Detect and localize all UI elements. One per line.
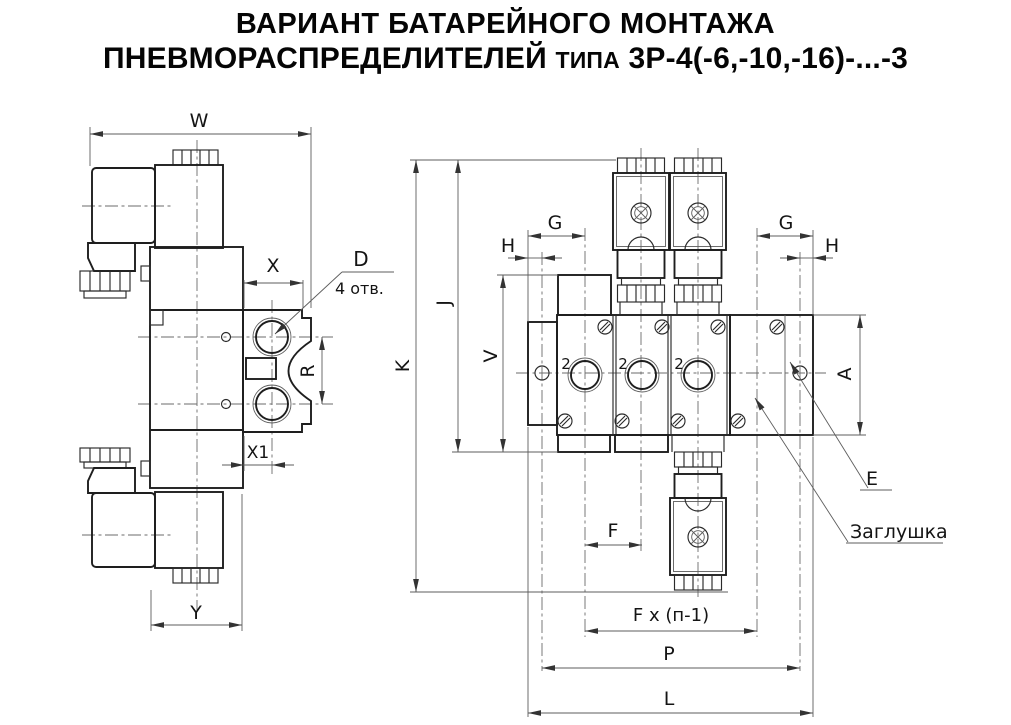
dim-label-w: W bbox=[190, 110, 209, 132]
cable-gland bbox=[79, 447, 131, 463]
dim-label-h-left: H bbox=[501, 235, 515, 257]
port-2 bbox=[570, 360, 600, 390]
blank-station bbox=[729, 314, 814, 436]
left-end-plate bbox=[527, 321, 558, 426]
right-dimensions: K J V G H G bbox=[392, 160, 863, 716]
manifold-body bbox=[556, 314, 731, 436]
dim-label-g-left: G bbox=[548, 212, 563, 234]
manifold-screws bbox=[557, 319, 785, 429]
left-valve-body bbox=[140, 246, 244, 489]
dim-label-d: D bbox=[353, 247, 368, 271]
mounting-hole bbox=[255, 320, 289, 354]
station2-bottom-cover bbox=[614, 434, 669, 453]
dim-label-f: F bbox=[608, 520, 619, 542]
dim-label-k: K bbox=[392, 359, 414, 372]
coil-cap bbox=[172, 567, 219, 584]
dim-label-j: J bbox=[433, 300, 455, 307]
coil-body bbox=[154, 491, 224, 569]
port-2 bbox=[683, 360, 713, 390]
dim-label-x: X bbox=[266, 255, 279, 277]
plug-label: Заглушка bbox=[850, 521, 948, 543]
flange-slot bbox=[245, 357, 277, 380]
dim-label-g-right: G bbox=[779, 212, 794, 234]
bottom-solenoid bbox=[669, 435, 727, 591]
title-line1: ВАРИАНТ БАТАРЕЙНОГО МОНТАЖА bbox=[235, 8, 776, 40]
solenoid-screw bbox=[687, 526, 709, 548]
left-mounting-flange bbox=[242, 309, 312, 433]
dim-label-v: V bbox=[480, 350, 502, 363]
left-dimensions: W X D 4 отв. R X1 bbox=[89, 110, 394, 631]
connector-neck bbox=[87, 467, 136, 494]
cable-gland bbox=[79, 270, 131, 292]
right-leaders: E Заглушка bbox=[754, 361, 948, 544]
left-top-solenoid bbox=[79, 149, 224, 299]
dim-label-y: Y bbox=[189, 602, 202, 624]
left-view: W X D 4 отв. R X1 bbox=[79, 110, 394, 631]
manifold: 2 2 2 bbox=[527, 274, 814, 453]
top-solenoid-2 bbox=[669, 157, 727, 315]
dim-label-h-right: H bbox=[825, 235, 839, 257]
right-extension-lines bbox=[410, 159, 866, 717]
dim-label-p: P bbox=[663, 643, 674, 665]
dim-label-e: E bbox=[866, 468, 878, 490]
left-bottom-solenoid bbox=[79, 447, 224, 584]
connector-housing bbox=[91, 167, 156, 244]
top-solenoid-1 bbox=[612, 157, 670, 315]
dim-label-r: R bbox=[297, 364, 319, 377]
station1-bottom-cover bbox=[557, 434, 611, 453]
holes-count-note: 4 отв. bbox=[335, 279, 384, 298]
mounting-hole bbox=[255, 387, 289, 421]
connector-neck bbox=[87, 242, 136, 272]
solenoid-screw bbox=[630, 202, 652, 224]
title-line2-model: 3Р-4(-6,-10,-16)-...-3 bbox=[628, 42, 909, 76]
right-view: 2 2 2 bbox=[392, 148, 948, 717]
drawing-title: ВАРИАНТ БАТАРЕЙНОГО МОНТАЖА ПНЕВМОРАСПРЕ… bbox=[0, 6, 1011, 75]
title-line2-type-word: ТИПА bbox=[555, 47, 620, 74]
coil-body bbox=[154, 164, 224, 249]
body-screw-hole bbox=[220, 398, 232, 410]
title-line2: ПНЕВМОРАСПРЕДЕЛИТЕЛЕЙ ТИПА 3Р-4(-6,-10,-… bbox=[0, 42, 1011, 75]
dim-label-f-pitch: F x (п-1) bbox=[633, 605, 709, 626]
coil-cap bbox=[172, 149, 219, 166]
dim-label-a: A bbox=[834, 368, 856, 381]
dim-label-x1: X1 bbox=[247, 443, 269, 463]
port-label: 2 bbox=[674, 355, 684, 373]
left-centerlines bbox=[82, 140, 333, 612]
body-screw-hole bbox=[220, 331, 232, 343]
port-label: 2 bbox=[618, 355, 628, 373]
port-label: 2 bbox=[561, 355, 571, 373]
port-2 bbox=[627, 360, 657, 390]
title-line2-main: ПНЕВМОРАСПРЕДЕЛИТЕЛЕЙ bbox=[102, 42, 547, 76]
station1-top-cover bbox=[557, 274, 612, 316]
solenoid-screw bbox=[687, 202, 709, 224]
end-plate-hole bbox=[534, 365, 550, 381]
connector-housing bbox=[91, 492, 156, 568]
dim-label-l: L bbox=[664, 688, 675, 710]
